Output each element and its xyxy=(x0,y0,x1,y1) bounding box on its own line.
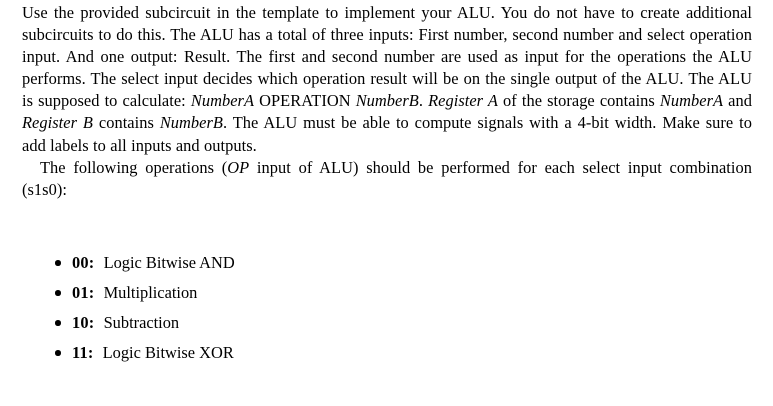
paragraph-operations-intro: The following operations (OP input of AL… xyxy=(22,157,752,201)
emphasis-term: NumberB xyxy=(355,91,419,111)
operation-code: 01: xyxy=(72,283,95,302)
emphasis-term: OP xyxy=(227,158,250,178)
text-run: . The ALU must be able to compute signal… xyxy=(22,113,753,155)
text-run: and xyxy=(723,91,752,111)
operation-code: 00: xyxy=(72,253,95,272)
text-run: input of ALU) should be performed for ea… xyxy=(22,158,752,200)
text-run: contains xyxy=(92,113,160,133)
bullet-icon xyxy=(55,260,61,266)
list-item: 11: Logic Bitwise XOR xyxy=(0,342,700,372)
list-item: 00: Logic Bitwise AND xyxy=(0,252,700,282)
text-run: of the storage contains xyxy=(497,91,660,111)
list-item: 01: Multiplication xyxy=(0,282,700,312)
operation-code: 11: xyxy=(72,343,94,362)
emphasis-term: NumberA xyxy=(659,91,724,111)
text-run: OPERATION xyxy=(254,91,356,111)
list-item: 10: Subtraction xyxy=(0,312,700,342)
document-body: Use the provided subcircuit in the templ… xyxy=(22,2,752,201)
operation-name: Logic Bitwise AND xyxy=(103,253,235,272)
operation-name: Logic Bitwise XOR xyxy=(102,343,234,362)
operation-name: Multiplication xyxy=(103,283,198,302)
operation-name: Subtraction xyxy=(103,313,180,332)
operations-list: 00: Logic Bitwise AND 01: Multiplication… xyxy=(0,252,700,372)
text-run: . xyxy=(418,91,429,111)
operation-code: 10: xyxy=(72,313,95,332)
text-run: Use the provided subcircuit in the templ… xyxy=(22,3,752,111)
paragraph-intro: Use the provided subcircuit in the templ… xyxy=(22,2,752,157)
bullet-icon xyxy=(55,290,61,296)
emphasis-term: NumberA xyxy=(190,91,255,111)
bullet-icon xyxy=(55,350,61,356)
emphasis-term: Register A xyxy=(428,91,498,111)
bullet-icon xyxy=(55,320,61,326)
emphasis-term: Register B xyxy=(22,113,93,133)
text-run: The following operations ( xyxy=(40,158,228,178)
emphasis-term: NumberB xyxy=(159,113,223,133)
